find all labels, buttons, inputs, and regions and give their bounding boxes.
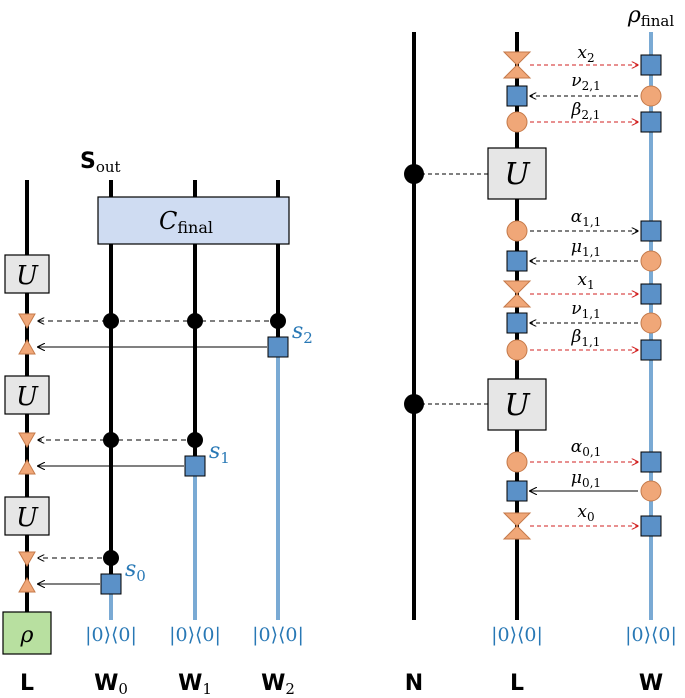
control-dot xyxy=(187,313,203,329)
orange-triangle-up xyxy=(18,458,36,475)
arrow-label-nu11: ν1,1 xyxy=(571,299,600,321)
control-dot xyxy=(404,164,424,184)
blue-square xyxy=(100,573,122,595)
control-dot xyxy=(103,313,119,329)
orange-circle xyxy=(506,339,528,361)
arrow-label-nu21: ν2,1 xyxy=(571,71,600,93)
unitary-gate xyxy=(487,378,547,431)
orange-circle xyxy=(506,111,528,133)
wire-label-L: L xyxy=(510,671,524,696)
blue-square xyxy=(640,283,662,305)
unitary-label: U xyxy=(16,503,39,533)
rho-final-label: ρfinal xyxy=(627,3,675,30)
arrow-label-x0: x0 xyxy=(577,502,594,524)
arrow-label-beta21: β2,1 xyxy=(571,100,601,122)
hourglass-gate xyxy=(502,51,532,79)
orange-circle xyxy=(640,250,662,272)
orange-circle xyxy=(506,451,528,473)
arrow-label-mu01: μ0,1 xyxy=(571,468,601,490)
orange-circle xyxy=(506,220,528,242)
unitary-gate xyxy=(4,375,50,415)
unitary-label: U xyxy=(16,261,39,291)
arrow-label-alpha01: α0,1 xyxy=(571,437,602,459)
orange-circle xyxy=(640,480,662,502)
ket0-label: |0⟩⟨0| xyxy=(169,624,221,646)
wire-label-W0: W0 xyxy=(94,671,128,698)
unitary-label: U xyxy=(504,157,531,192)
orange-triangle-down xyxy=(18,313,36,330)
blue-square xyxy=(640,515,662,537)
blue-square xyxy=(506,312,528,334)
rho-box xyxy=(2,611,52,655)
blue-square xyxy=(506,250,528,272)
orange-circle xyxy=(640,85,662,107)
s0-label: s0 xyxy=(125,557,146,585)
rho-label: ρ xyxy=(20,623,34,648)
blue-square xyxy=(640,339,662,361)
blue-square xyxy=(184,455,206,477)
blue-square xyxy=(640,111,662,133)
unitary-label: U xyxy=(16,382,39,412)
hourglass-gate xyxy=(502,280,532,308)
unitary-label: U xyxy=(504,388,531,423)
arrow-label-x2: x2 xyxy=(577,43,594,65)
orange-triangle-up xyxy=(18,576,36,593)
blue-square xyxy=(267,336,289,358)
control-dot xyxy=(270,313,286,329)
wire-label-N: N xyxy=(405,671,423,696)
arrow-label-beta11: β1,1 xyxy=(571,327,601,349)
orange-circle xyxy=(640,312,662,334)
blue-square xyxy=(506,480,528,502)
ket0-label: |0⟩⟨0| xyxy=(252,624,304,646)
orange-triangle-down xyxy=(18,551,36,568)
control-dot xyxy=(187,432,203,448)
orange-triangle-down xyxy=(18,432,36,449)
arrow-label-alpha11: α1,1 xyxy=(571,207,602,229)
orange-triangle-up xyxy=(18,338,36,355)
left-panel: Cfinal Sout U U U ρ xyxy=(2,149,313,698)
control-dot xyxy=(103,550,119,566)
unitary-gate xyxy=(4,254,50,294)
c-final-label: Cfinal xyxy=(159,207,213,237)
c-final-gate xyxy=(97,196,290,245)
s2-label: s2 xyxy=(292,319,313,347)
arrow-label-x1: x1 xyxy=(577,270,594,292)
unitary-gate xyxy=(4,496,50,536)
wire-label-L: L xyxy=(20,671,34,696)
control-dot xyxy=(103,432,119,448)
wire-label-W2: W2 xyxy=(261,671,295,698)
control-dot xyxy=(404,394,424,414)
s-out-label: Sout xyxy=(80,149,121,176)
ket0-label: |0⟩⟨0| xyxy=(625,624,677,646)
blue-square xyxy=(640,54,662,76)
s1-label: s1 xyxy=(209,439,230,467)
wire-label-W: W xyxy=(639,671,663,696)
blue-square xyxy=(640,451,662,473)
wire-label-W1: W1 xyxy=(178,671,212,698)
ket0-label: |0⟩⟨0| xyxy=(85,624,137,646)
arrow-label-mu11: μ1,1 xyxy=(571,237,601,259)
blue-square xyxy=(640,220,662,242)
hourglass-gate xyxy=(502,512,532,540)
blue-square xyxy=(506,85,528,107)
unitary-gate xyxy=(487,147,547,200)
right-panel: ρfinal U U x2 ν2,1 β2,1 xyxy=(404,3,677,696)
ket0-label: |0⟩⟨0| xyxy=(491,624,543,646)
